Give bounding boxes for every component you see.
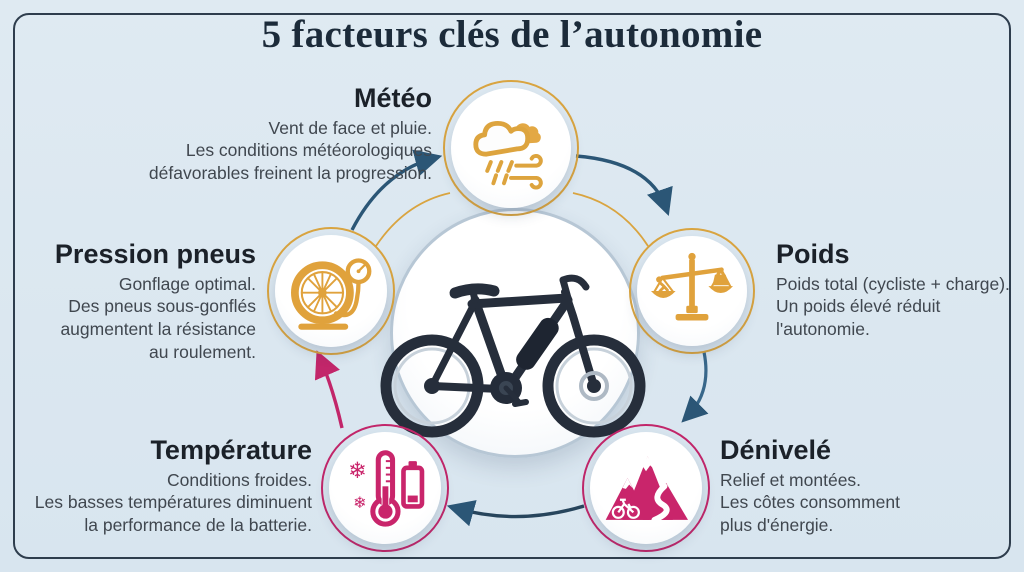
- arrow-poids-to-denivele: [681, 351, 709, 423]
- node-denivele: [582, 424, 710, 552]
- page-title: 5 facteurs clés de l’autonomie: [261, 13, 763, 56]
- meteo-description: Vent de face et pluie. Les conditions mé…: [148, 117, 432, 184]
- poids-ring: [629, 228, 755, 354]
- bike-battery: [516, 317, 559, 370]
- pression-disc: [275, 235, 387, 347]
- pression-description: Gonflage optimal. Des pneus sous-gonflés…: [60, 273, 256, 362]
- balance-scale-icon: [651, 252, 733, 321]
- cloud-rain-wind-icon: [473, 120, 543, 190]
- node-temperature: ❄ ❄: [321, 424, 449, 552]
- pression-title: Pression pneus: [54, 239, 256, 269]
- electric-bike-illustration: [380, 274, 646, 438]
- pression-ring: [267, 227, 395, 355]
- poids-title: Poids: [776, 239, 850, 269]
- arrow-meteo-to-poids: [575, 154, 673, 217]
- node-poids: [629, 228, 755, 354]
- factor-text-meteo: Météo Vent de face et pluie. Les conditi…: [140, 83, 432, 185]
- temperature-disc: ❄ ❄: [329, 432, 441, 544]
- tire-pressure-gauge-icon: [291, 258, 372, 330]
- thermometer-battery-icon: ❄ ❄: [348, 450, 425, 527]
- temperature-ring: [321, 424, 449, 552]
- denivele-description: Relief et montées. Les côtes consomment …: [720, 469, 900, 536]
- factor-text-denivele: Dénivelé Relief et montées. Les côtes co…: [720, 435, 976, 537]
- denivele-title: Dénivelé: [720, 435, 832, 465]
- svg-text:❄: ❄: [353, 495, 366, 512]
- factor-text-temperature: Température Conditions froides. Les bass…: [30, 435, 312, 537]
- denivele-disc: [590, 432, 702, 544]
- svg-text:❄: ❄: [348, 457, 367, 483]
- arrow-temperature-to-pression: [314, 350, 344, 429]
- mountain-road-icon: [605, 456, 688, 523]
- meteo-title: Météo: [353, 83, 432, 113]
- factor-text-poids: Poids Poids total (cycliste + charge). U…: [776, 239, 1012, 341]
- poids-disc: [637, 236, 747, 346]
- meteo-disc: [451, 88, 571, 208]
- arrow-denivele-to-temperature: [446, 500, 585, 527]
- temperature-description: Conditions froides. Les basses températu…: [34, 469, 312, 536]
- denivele-ring: [582, 424, 710, 552]
- node-meteo: [443, 80, 579, 216]
- meteo-ring: [443, 80, 579, 216]
- temperature-title: Température: [150, 435, 312, 465]
- factor-text-pression: Pression pneus Gonflage optimal. Des pne…: [22, 239, 256, 364]
- poids-description: Poids total (cycliste + charge). Un poid…: [776, 273, 1010, 340]
- node-pression: [267, 227, 395, 355]
